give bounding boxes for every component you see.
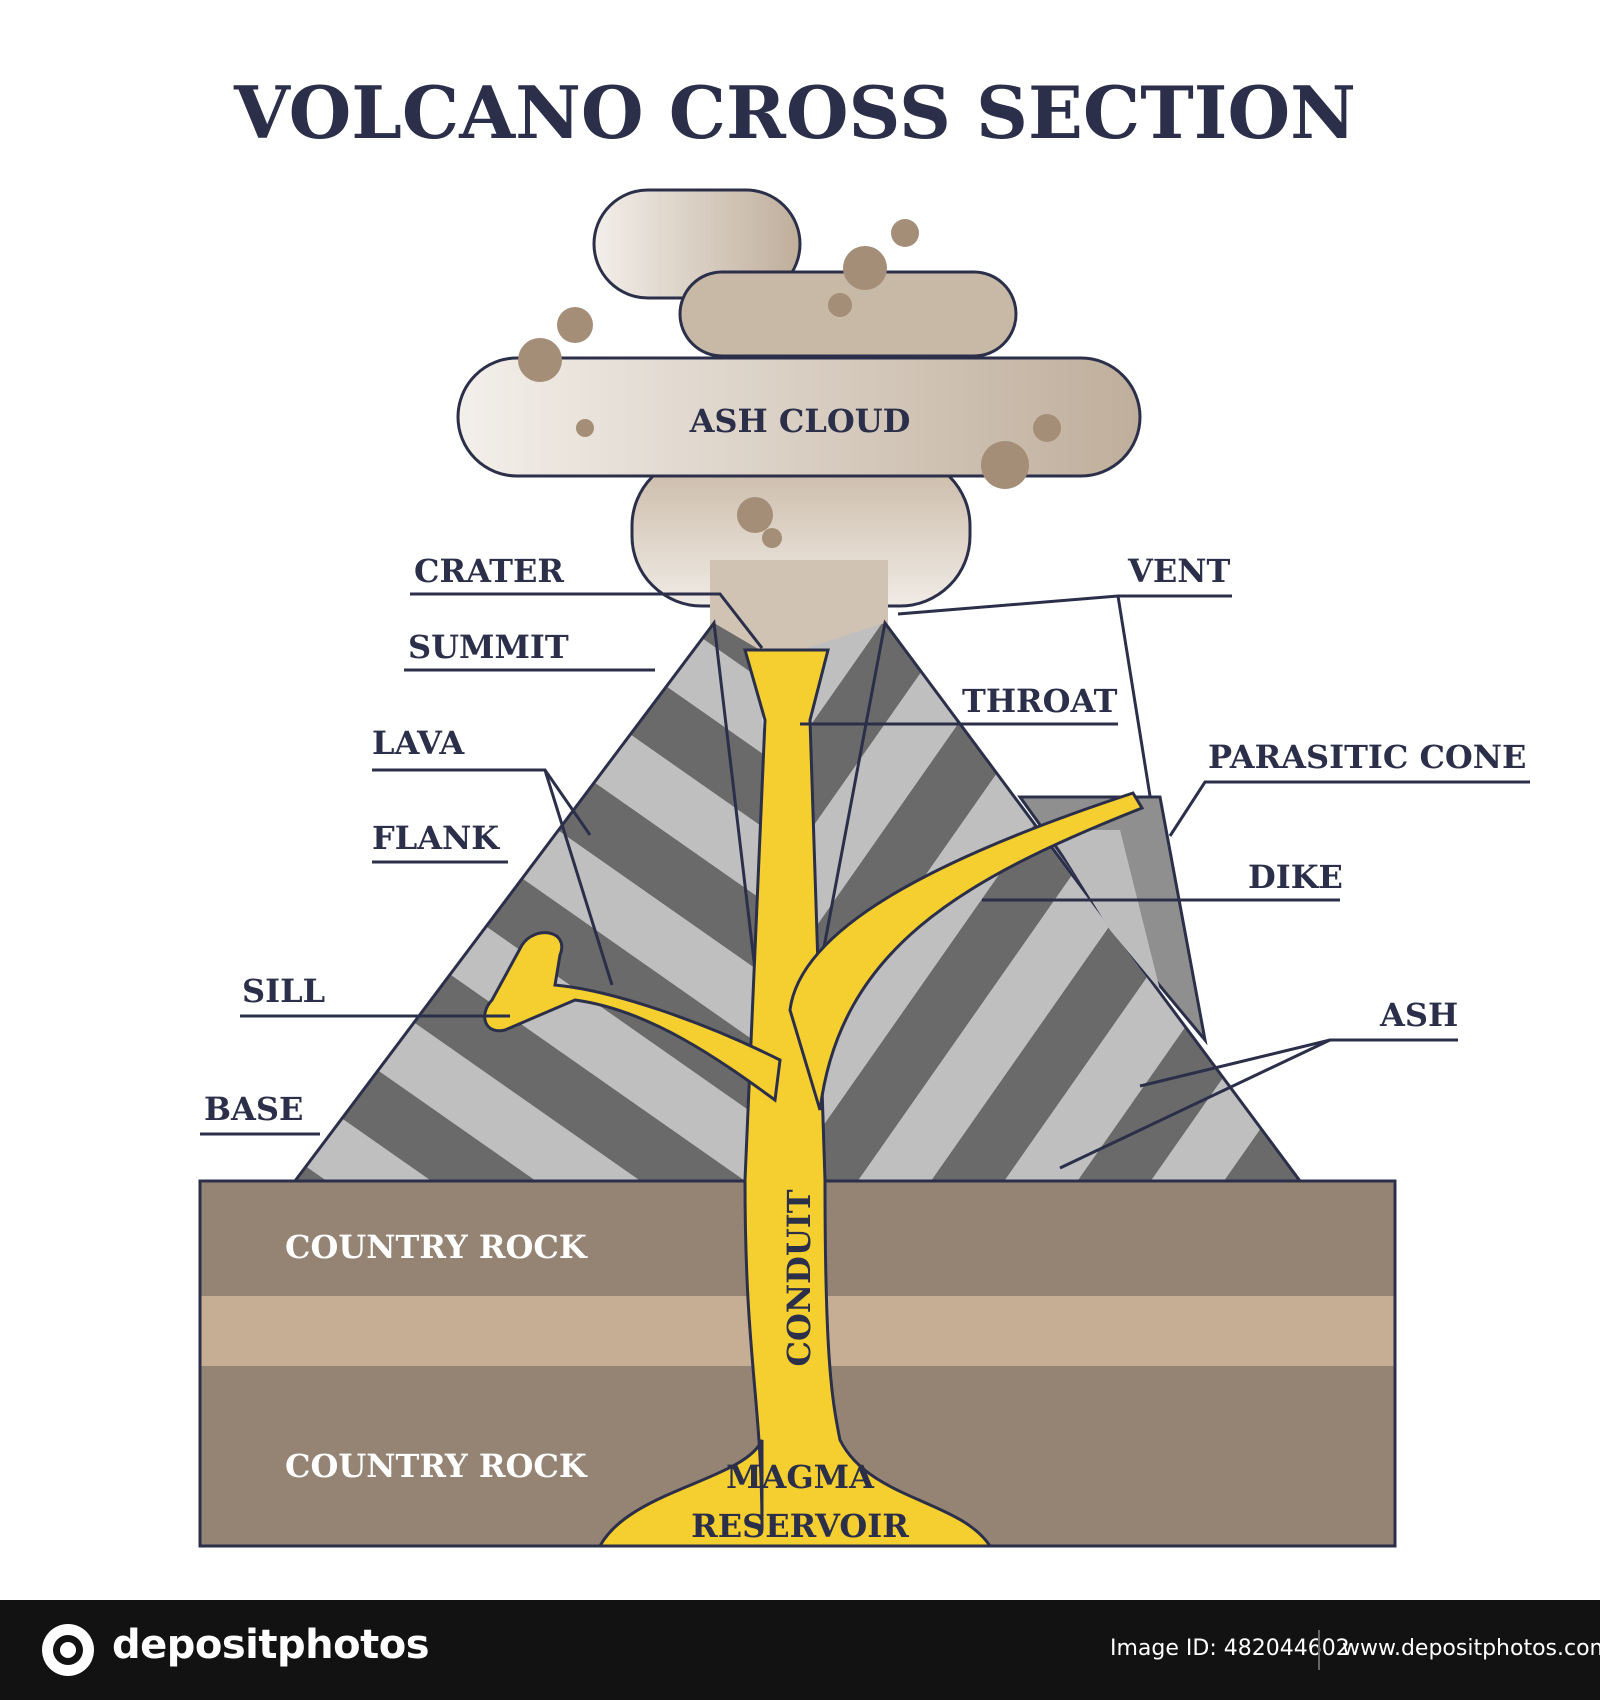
depositphotos-logo-icon: [42, 1624, 94, 1676]
brand-name: depositphotos: [112, 1622, 430, 1668]
parasitic-cone-leader: [1168, 780, 1530, 837]
site-url: www.depositphotos.com: [1342, 1636, 1600, 1661]
parasitic-cone-label: PARASITIC CONE: [1208, 738, 1526, 776]
magma-reservoir-label-1: MAGMA: [726, 1458, 875, 1496]
throat-label: THROAT: [962, 682, 1118, 720]
lava-leader-2: [543, 769, 614, 986]
flank-label: FLANK: [372, 819, 500, 857]
magma-system: [483, 648, 1145, 1548]
base-label: BASE: [204, 1090, 303, 1128]
vent-label: VENT: [1127, 552, 1230, 590]
vent-leader-2: [1116, 595, 1152, 797]
conduit-label: CONDUIT: [780, 1189, 818, 1366]
footer-bar: depositphotos Image ID: 482044602 www.de…: [0, 1600, 1600, 1700]
page-title: VOLCANO CROSS SECTION: [233, 70, 1356, 155]
lava-label: LAVA: [372, 724, 465, 762]
country-rock-upper-label: COUNTRY ROCK: [285, 1228, 588, 1266]
country-rock-lower-label: COUNTRY ROCK: [285, 1447, 588, 1485]
ash-label: ASH: [1379, 996, 1458, 1034]
ash-leader-2: [1059, 1038, 1331, 1170]
ash-cloud: [456, 188, 1142, 680]
footer-divider: [1318, 1630, 1320, 1670]
vent-leader: [897, 594, 1232, 616]
crater-leader: [410, 592, 764, 649]
sill-label: SILL: [242, 972, 325, 1010]
crater-label: CRATER: [414, 552, 564, 590]
ash-cloud-label: ASH CLOUD: [689, 402, 911, 440]
image-id: Image ID: 482044602: [1110, 1636, 1350, 1661]
magma-reservoir-label-2: RESERVOIR: [691, 1507, 909, 1545]
dike-label: DIKE: [1248, 858, 1343, 896]
summit-label: SUMMIT: [408, 628, 569, 666]
